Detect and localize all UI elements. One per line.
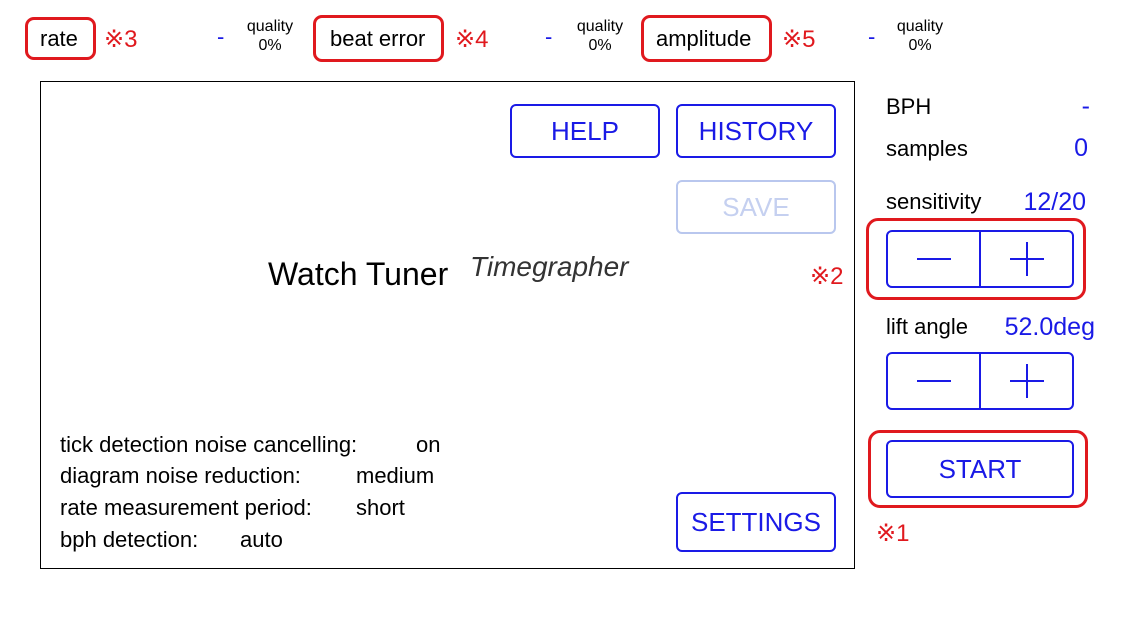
lift-angle-decrease-button[interactable] — [888, 354, 979, 408]
beat-error-value: - — [545, 24, 553, 49]
rate-quality-label: quality — [246, 18, 294, 35]
amplitude-highlight-box — [641, 15, 772, 62]
minus-icon — [916, 258, 951, 260]
setting-value: on — [416, 432, 441, 457]
app-title: Watch Tuner — [268, 256, 449, 292]
beat-error-quality: quality 0% — [565, 17, 635, 55]
start-annotation: ※1 — [876, 520, 910, 547]
settings-button[interactable]: SETTINGS — [676, 492, 836, 552]
lift-angle-increase-button[interactable] — [979, 354, 1072, 408]
bph-value: - — [1081, 92, 1090, 120]
sensitivity-annotation: ※2 — [810, 263, 844, 290]
settings-info-row: bph detection: auto — [60, 527, 283, 552]
plus-icon — [1009, 242, 1044, 276]
setting-value: medium — [356, 463, 435, 488]
amplitude-quality-value: 0% — [908, 37, 932, 54]
plus-icon — [1009, 364, 1044, 398]
beat-error-annotation: ※4 — [455, 26, 489, 53]
sensitivity-decrease-button[interactable] — [888, 232, 979, 286]
rate-quality-value: 0% — [258, 37, 282, 54]
rate-label: rate — [40, 26, 78, 51]
help-button[interactable]: HELP — [510, 104, 660, 158]
amplitude-label: amplitude — [656, 26, 752, 51]
start-button[interactable]: START — [886, 440, 1074, 498]
amplitude-annotation: ※5 — [782, 26, 816, 53]
sensitivity-value: 12/20 — [1023, 188, 1086, 216]
settings-info-row: diagram noise reduction: medium — [60, 463, 434, 488]
beat-error-highlight-box — [313, 15, 444, 62]
sensitivity-stepper — [886, 230, 1074, 288]
start-highlight-box — [868, 430, 1088, 508]
setting-label: bph detection: — [60, 527, 199, 552]
setting-label: diagram noise reduction: — [60, 463, 301, 488]
main-panel — [40, 81, 855, 569]
setting-label: tick detection noise cancelling: — [60, 432, 358, 457]
beat-error-quality-label: quality — [576, 18, 624, 35]
rate-quality: quality 0% — [235, 17, 305, 55]
save-button[interactable]: SAVE — [676, 180, 836, 234]
lift-angle-label: lift angle — [886, 314, 968, 339]
settings-info-row: rate measurement period: short — [60, 495, 405, 520]
setting-label: rate measurement period: — [60, 495, 312, 520]
amplitude-quality-label: quality — [896, 18, 944, 35]
setting-value: short — [356, 495, 405, 520]
rate-value: - — [217, 24, 225, 49]
history-button[interactable]: HISTORY — [676, 104, 836, 158]
beat-error-quality-value: 0% — [588, 37, 612, 54]
rate-highlight-box — [25, 17, 96, 60]
rate-annotation: ※3 — [104, 26, 138, 53]
settings-info-row: tick detection noise cancelling: on — [60, 432, 440, 457]
sensitivity-increase-button[interactable] — [979, 232, 1072, 286]
sensitivity-label: sensitivity — [886, 189, 982, 214]
amplitude-quality: quality 0% — [885, 17, 955, 55]
sensitivity-highlight-box — [866, 218, 1086, 300]
bph-label: BPH — [886, 94, 932, 119]
lift-angle-stepper — [886, 352, 1074, 410]
amplitude-value: - — [868, 24, 876, 49]
minus-icon — [916, 380, 951, 382]
beat-error-label: beat error — [330, 26, 426, 51]
setting-value: auto — [240, 527, 283, 552]
app-subtitle: Timegrapher — [470, 251, 629, 282]
samples-value: 0 — [1074, 134, 1088, 162]
samples-label: samples — [886, 136, 968, 161]
lift-angle-value: 52.0deg — [1004, 313, 1095, 341]
